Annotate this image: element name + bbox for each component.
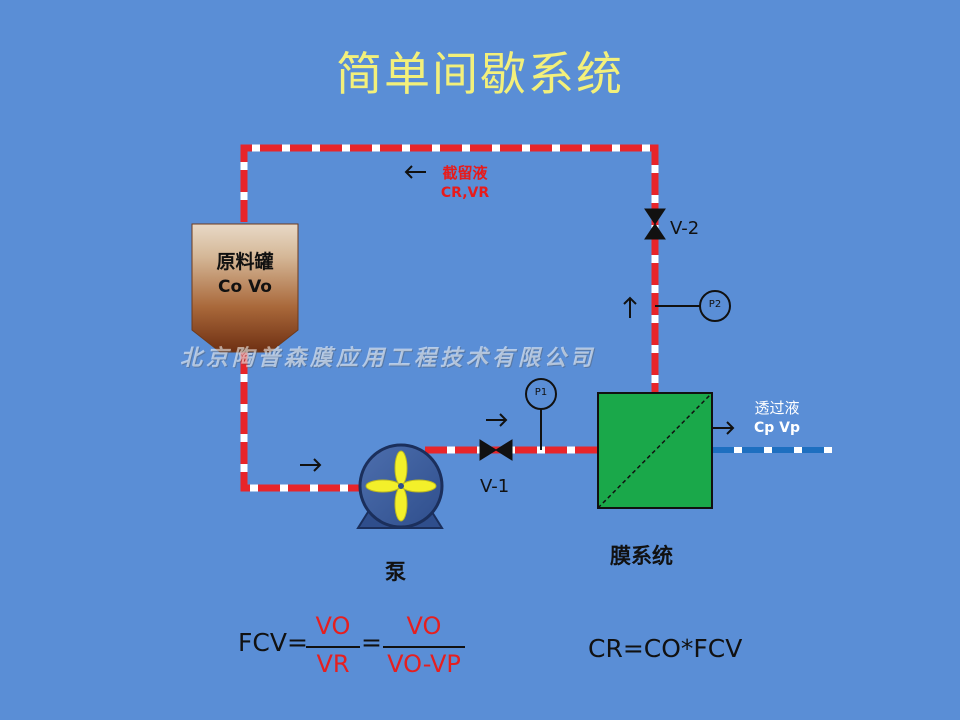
valve-icon (479, 439, 513, 461)
pressure-gauge-icon (655, 290, 731, 322)
arrow-right-icon (486, 413, 508, 427)
fcv-equals: = (361, 628, 382, 657)
feed-pipe (240, 352, 360, 492)
valve-v2-label: V-2 (670, 218, 700, 239)
membrane-module (597, 392, 713, 509)
fcv-frac1-denominator: VR (316, 650, 350, 678)
feed-tank (191, 223, 299, 353)
arrow-left-icon (404, 165, 426, 179)
fcv-frac2-numerator: VO (406, 612, 442, 640)
pump-fan-icon (365, 450, 437, 522)
tank-name: 原料罐 (216, 251, 274, 273)
permeate-name: 透过液 (754, 399, 800, 417)
cr-formula: CR=CO*FCV (588, 634, 743, 663)
retentate-values: CR,VR (440, 185, 490, 201)
pump (356, 443, 444, 529)
watermark: 北京陶普森膜应用工程技术有限公司 (180, 346, 597, 371)
gauge-p2-label: P2 (708, 299, 722, 310)
valve-v1-label: V-1 (480, 476, 510, 497)
valve-icon (644, 208, 666, 240)
retentate-name: 截留液 (442, 164, 488, 182)
arrow-right-icon (300, 458, 322, 472)
gauge-p1-label: P1 (534, 387, 548, 398)
pump-label: 泵 (385, 560, 406, 584)
retentate-pipe (240, 144, 659, 393)
permeate-values: Cp Vp (753, 420, 801, 436)
fcv-label: FCV= (238, 628, 308, 657)
fcv-frac1-numerator: VO (315, 612, 351, 640)
membrane-label: 膜系统 (610, 544, 673, 568)
arrow-right-icon (713, 421, 735, 435)
pressure-gauge-icon (525, 378, 557, 450)
tank-values: Co Vo (218, 277, 272, 297)
arrow-up-icon (623, 296, 637, 318)
fcv-frac2-denominator: VO-VP (387, 650, 461, 678)
page-title: 简单间歇系统 (336, 47, 624, 101)
